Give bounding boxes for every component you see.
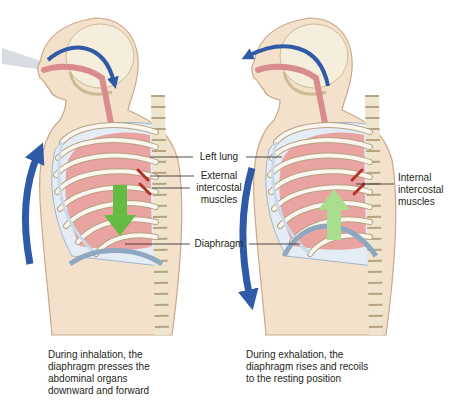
air-arrow — [248, 46, 328, 86]
inhalation-figure — [2, 18, 182, 335]
leader-line — [249, 244, 300, 245]
diaphragm — [70, 251, 162, 265]
caption: During exhalation, the diaphragm rises a… — [246, 349, 372, 385]
leader-line — [150, 157, 193, 158]
diaphragm-arrow — [104, 185, 136, 236]
torso-figure — [252, 18, 396, 335]
part-label: Internal intercostal muscles — [398, 172, 450, 208]
exhalation-figure — [243, 18, 396, 335]
leader-line — [152, 188, 190, 189]
air-arrow — [48, 48, 114, 82]
intercostal-muscle — [352, 170, 364, 194]
intercostal-muscle — [138, 170, 150, 194]
rib-movement-arrow — [243, 168, 252, 298]
rib-movement-arrow — [25, 154, 38, 264]
leader-line — [356, 184, 394, 185]
leader-line — [125, 244, 190, 245]
leader-line — [150, 176, 194, 177]
torso-figure — [38, 18, 182, 335]
diaphragm-arrow — [318, 189, 350, 240]
leader-lines — [125, 157, 394, 244]
leader-line — [246, 157, 282, 158]
caption: During inhalation, the diaphragm presses… — [48, 349, 174, 397]
part-label: Left lung — [191, 151, 247, 163]
part-label: Diaphragm — [191, 238, 247, 250]
part-label: External intercostal muscles — [191, 170, 247, 206]
